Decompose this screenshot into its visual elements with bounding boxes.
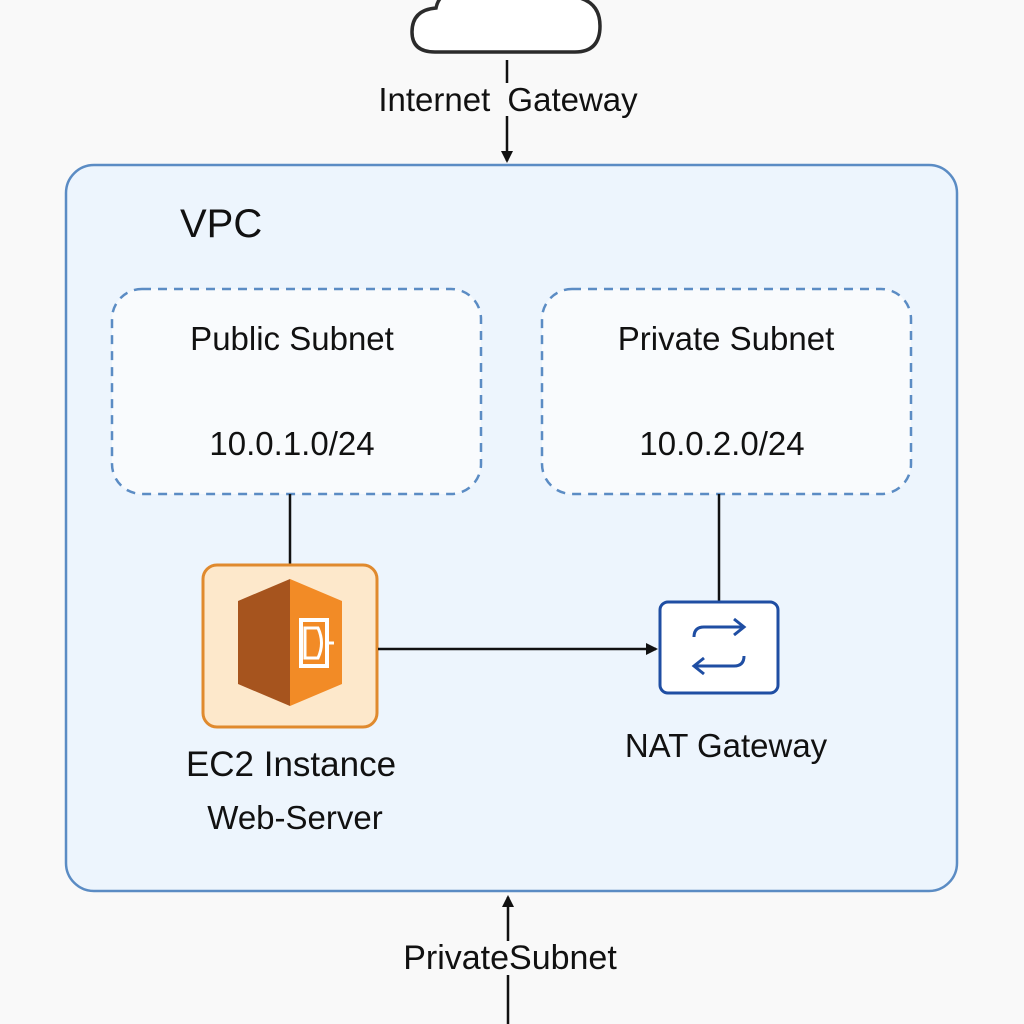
bottom-private-subnet-label: PrivateSubnet <box>401 939 619 977</box>
cloud-icon <box>410 0 602 54</box>
public-subnet-name: Public Subnet <box>190 320 394 357</box>
ec2-instance-icon <box>201 563 379 729</box>
ec2-instance-name: EC2 Instance <box>185 745 397 784</box>
vpc-label: VPC <box>180 202 263 246</box>
nat-gateway-icon <box>658 600 780 695</box>
private-subnet-box <box>540 287 913 496</box>
internet-gateway-label: Internet Gateway <box>376 81 640 118</box>
private-subnet-cidr: 10.0.2.0/24 <box>639 425 805 462</box>
private-subnet-name: Private Subnet <box>617 320 835 357</box>
nat-gateway-name: NAT Gateway <box>624 727 828 764</box>
public-subnet-cidr: 10.0.1.0/24 <box>209 425 375 462</box>
public-subnet-box <box>110 287 483 496</box>
ec2-instance-role: Web-Server <box>207 799 383 836</box>
